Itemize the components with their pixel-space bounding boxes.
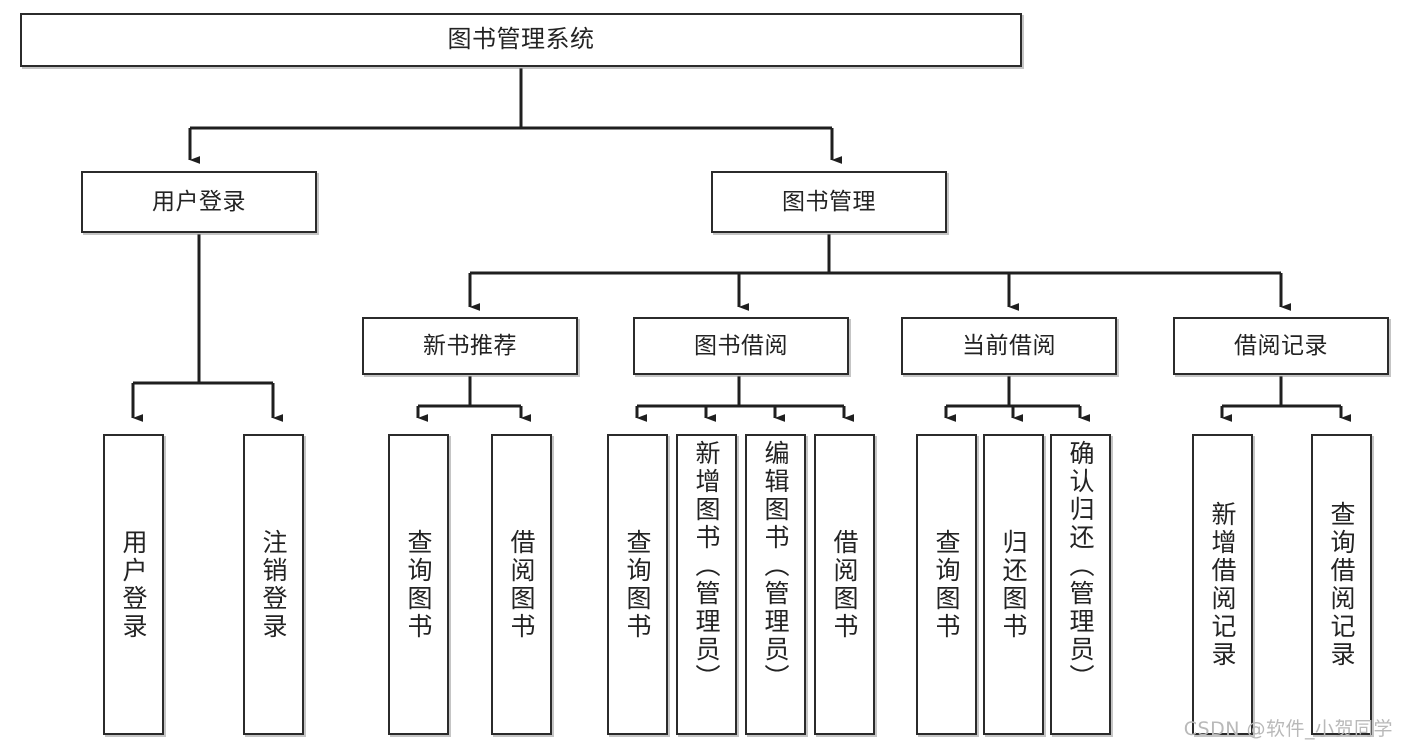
node-leaf-return-book-label: 归还图书 [999,528,1028,641]
node-leaf-query-book-3-label: 查询图书 [932,528,961,641]
node-user-login-label: 用户登录 [152,188,246,215]
node-leaf-add-book[interactable]: 新增图书（管理员） [676,434,737,735]
node-leaf-query-book-1[interactable]: 查询图书 [388,434,449,735]
node-leaf-query-book-2[interactable]: 查询图书 [607,434,668,735]
node-root-label: 图书管理系统 [447,25,595,54]
node-leaf-user-login-label: 用户登录 [119,528,148,641]
node-current-borrow-label: 当前借阅 [962,332,1056,359]
node-leaf-return-book[interactable]: 归还图书 [983,434,1044,735]
node-leaf-user-logout-label: 注销登录 [259,528,288,641]
node-leaf-user-logout[interactable]: 注销登录 [243,434,304,735]
node-book-manage-label: 图书管理 [782,188,876,215]
node-borrow-record[interactable]: 借阅记录 [1173,317,1389,375]
node-leaf-confirm-return-label: 确认归还（管理员） [1066,440,1095,692]
node-leaf-borrow-book-2[interactable]: 借阅图书 [814,434,875,735]
node-book-manage[interactable]: 图书管理 [711,171,947,233]
node-user-login[interactable]: 用户登录 [81,171,317,233]
node-leaf-query-book-3[interactable]: 查询图书 [916,434,977,735]
node-leaf-borrow-book-1[interactable]: 借阅图书 [491,434,552,735]
node-book-borrow[interactable]: 图书借阅 [633,317,849,375]
node-leaf-add-book-label: 新增图书（管理员） [692,440,721,692]
node-leaf-add-record[interactable]: 新增借阅记录 [1192,434,1253,735]
node-new-book-rec-label: 新书推荐 [423,332,517,359]
node-leaf-borrow-book-2-label: 借阅图书 [830,528,859,641]
node-leaf-query-record[interactable]: 查询借阅记录 [1311,434,1372,735]
node-root[interactable]: 图书管理系统 [20,13,1022,67]
node-new-book-rec[interactable]: 新书推荐 [362,317,578,375]
node-leaf-edit-book[interactable]: 编辑图书（管理员） [745,434,806,735]
node-leaf-edit-book-label: 编辑图书（管理员） [761,440,790,692]
node-book-borrow-label: 图书借阅 [694,332,788,359]
node-leaf-user-login[interactable]: 用户登录 [103,434,164,735]
node-borrow-record-label: 借阅记录 [1234,332,1328,359]
node-current-borrow[interactable]: 当前借阅 [901,317,1117,375]
node-leaf-query-book-1-label: 查询图书 [404,528,433,641]
node-leaf-query-record-label: 查询借阅记录 [1327,500,1356,669]
node-leaf-borrow-book-1-label: 借阅图书 [507,528,536,641]
node-leaf-query-book-2-label: 查询图书 [623,528,652,641]
node-leaf-confirm-return[interactable]: 确认归还（管理员） [1050,434,1111,735]
node-leaf-add-record-label: 新增借阅记录 [1208,500,1237,669]
